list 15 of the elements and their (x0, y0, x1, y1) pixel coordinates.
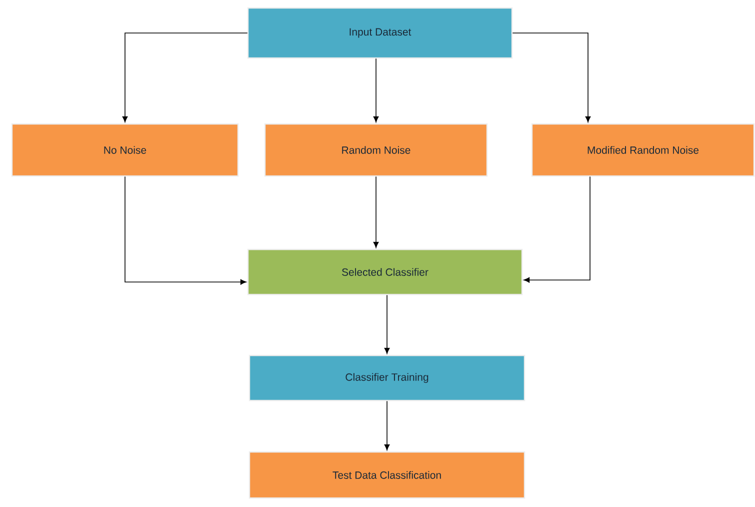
arrow (373, 58, 379, 122)
process-box: Modified Random Noise (531, 123, 755, 177)
process-box: Classifier Training (248, 354, 526, 402)
arrow (384, 400, 390, 450)
arrow (124, 176, 246, 285)
arrow (384, 294, 390, 354)
arrow (524, 176, 590, 283)
arrow (512, 32, 591, 122)
process-box: Random Noise (264, 123, 488, 177)
process-box: Selected Classifier (247, 248, 523, 296)
process-box: Input Dataset (247, 7, 513, 59)
arrow (122, 32, 248, 122)
process-box: No Noise (11, 123, 239, 177)
arrow (373, 176, 379, 248)
process-box: Test Data Classification (248, 451, 526, 499)
